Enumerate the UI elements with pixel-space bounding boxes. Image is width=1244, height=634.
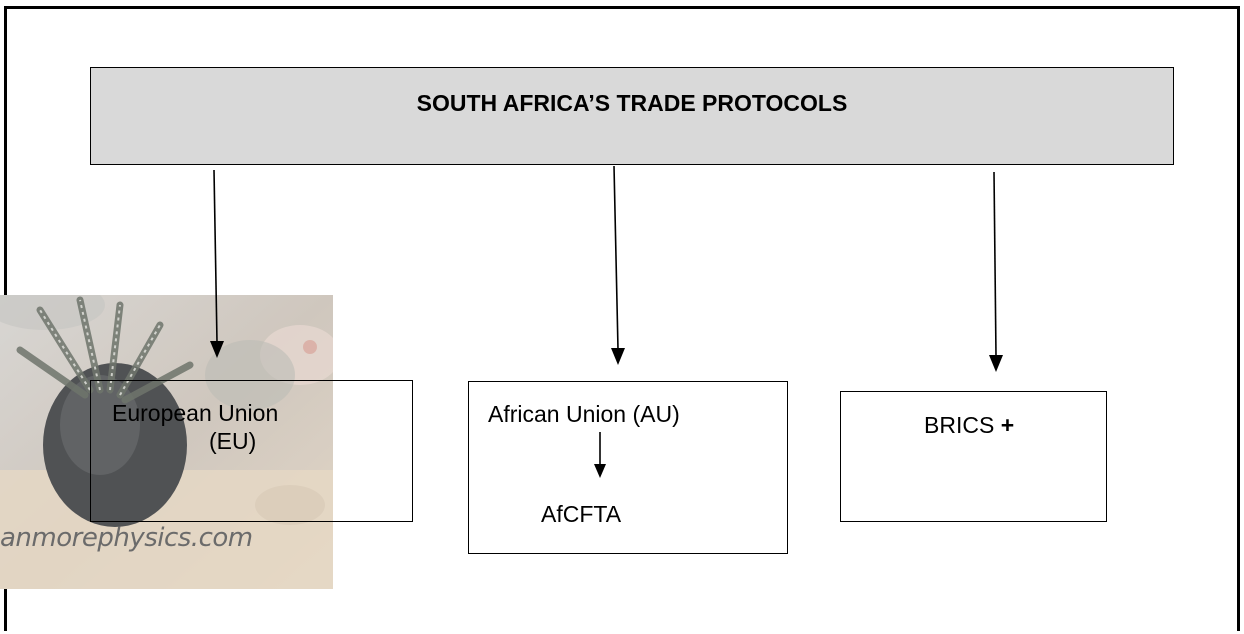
watermark-photo: anmorephysics.com bbox=[0, 295, 333, 589]
brics-plus: + bbox=[1000, 412, 1015, 438]
au-box bbox=[468, 381, 788, 554]
brics-name: BRICS bbox=[924, 412, 995, 438]
eu-label-line1: European Union bbox=[112, 400, 279, 426]
watermark-text: anmorephysics.com bbox=[0, 523, 253, 553]
eu-label-line2: (EU) bbox=[209, 428, 257, 454]
brics-label: BRICS + bbox=[924, 412, 1014, 439]
diagram-title: SOUTH AFRICA’S TRADE PROTOCOLS bbox=[416, 90, 848, 116]
eu-box bbox=[90, 380, 413, 522]
au-label: African Union (AU) bbox=[488, 401, 680, 427]
title-box: SOUTH AFRICA’S TRADE PROTOCOLS bbox=[90, 67, 1174, 165]
afcfta-label: AfCFTA bbox=[541, 501, 622, 527]
brics-box bbox=[840, 391, 1107, 522]
plant-photo-image bbox=[0, 295, 333, 589]
